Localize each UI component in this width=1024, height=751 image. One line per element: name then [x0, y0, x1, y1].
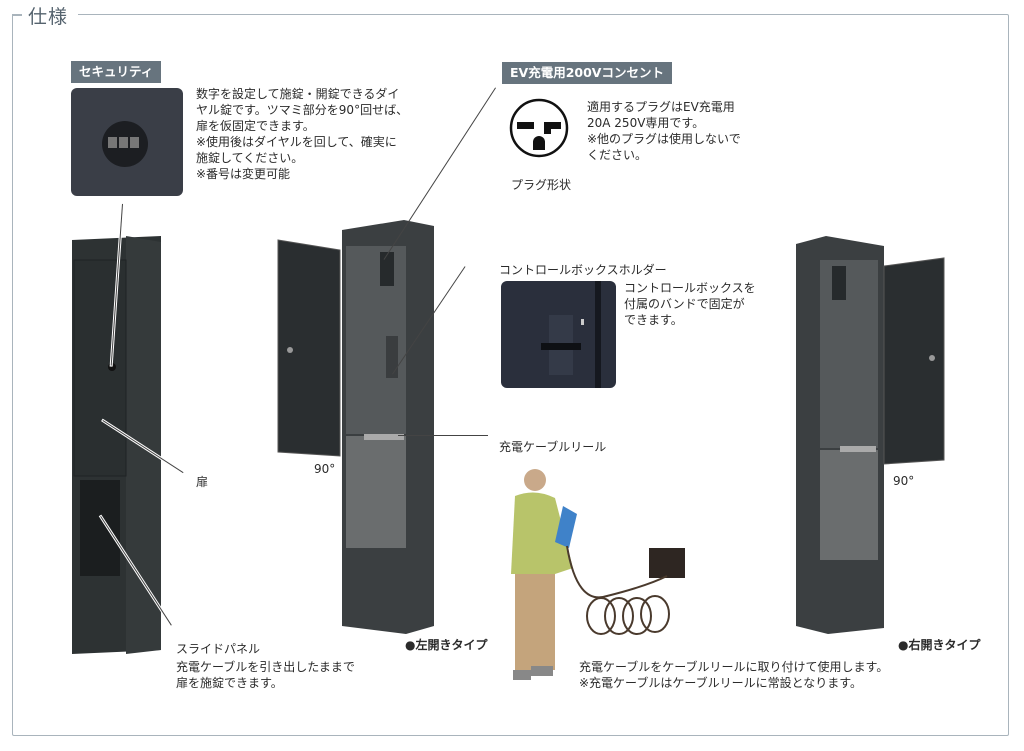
slide-panel-description: 充電ケーブルを引き出したままで 扉を施錠できます。	[176, 660, 355, 690]
reel-label: 充電ケーブルリール	[499, 440, 607, 454]
holder-photo	[501, 281, 616, 388]
right-type-caption: ●右開きタイプ	[898, 638, 981, 652]
right-angle-label: 90°	[893, 474, 915, 488]
plug-shape-icon	[509, 98, 569, 158]
dial-lock-icon	[102, 121, 148, 167]
spec-frame	[12, 14, 1009, 736]
dial-lock-photo	[71, 88, 183, 196]
holder-band-icon	[541, 281, 601, 388]
section-title: 仕様	[11, 2, 79, 29]
outlet-badge: EV充電用200Vコンセント	[502, 62, 672, 84]
plug-shape-caption: プラグ形状	[511, 178, 572, 192]
reel-description: 充電ケーブルをケーブルリールに取り付けて使用します。 ※充電ケーブルはケーブルリ…	[579, 660, 889, 690]
left-angle-label: 90°	[314, 462, 336, 476]
security-badge: セキュリティ	[71, 61, 162, 83]
closed-unit-illustration	[72, 236, 161, 654]
left-type-caption: ●左開きタイプ	[405, 638, 488, 652]
right-open-unit-illustration	[796, 236, 945, 634]
holder-label: コントロールボックスホルダー	[499, 263, 667, 277]
outlet-description: 適用するプラグはEV充電用 20A 250V専用です。 ※他のプラグは使用しない…	[587, 100, 741, 162]
left-open-unit-illustration	[277, 220, 434, 634]
person-charging-illustration	[511, 469, 685, 680]
security-description: 数字を設定して施錠・開錠できるダイ ヤル錠です。ツマミ部分を90°回せば、 扉を…	[196, 87, 409, 181]
door-label: 扉	[196, 475, 209, 489]
reel-leader-line	[398, 435, 488, 436]
holder-description: コントロールボックスを 付属のバンドで固定が できます。	[624, 281, 756, 327]
slide-panel-label: スライドパネル	[176, 642, 261, 656]
